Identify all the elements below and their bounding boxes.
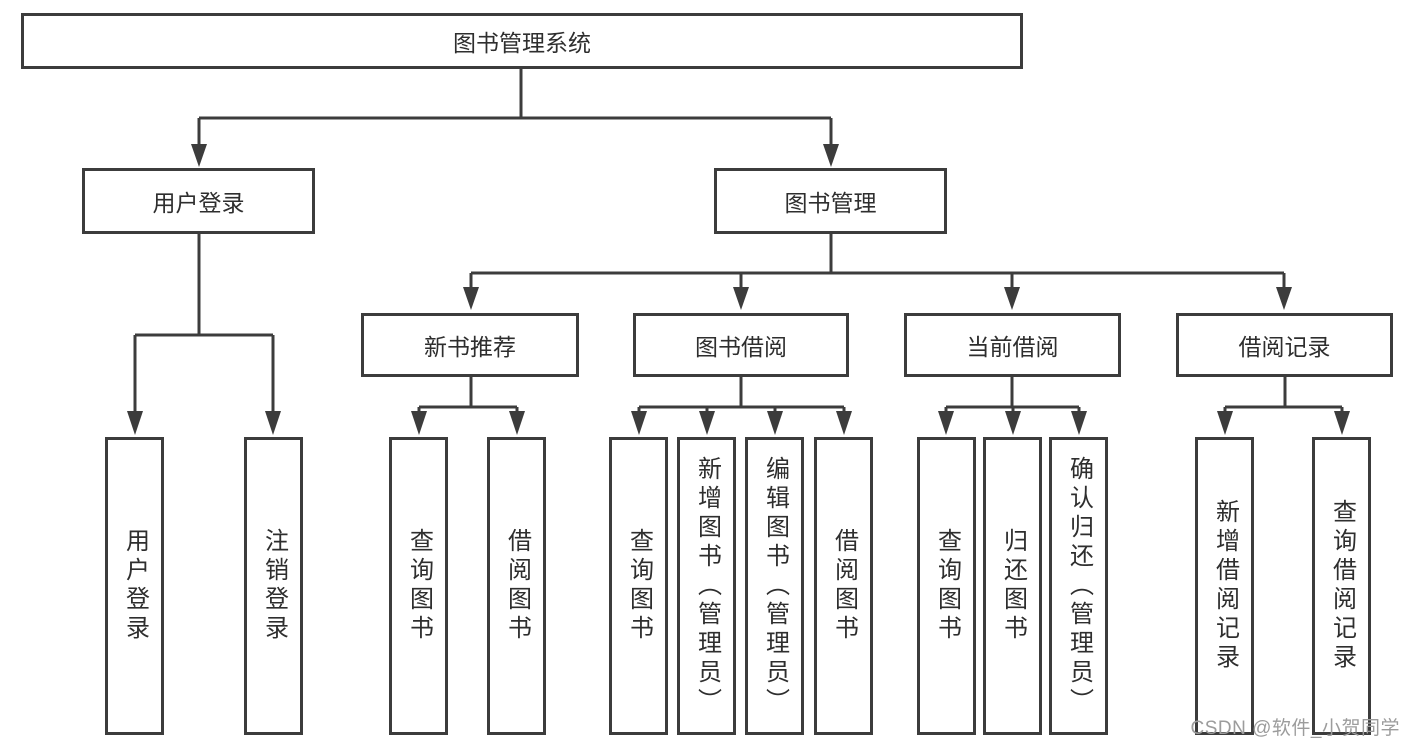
node-root-system: 图书管理系统 (21, 13, 1023, 69)
leaf-query-borrow-record: 查询借阅记录 (1312, 437, 1371, 735)
node-user-login: 用户登录 (82, 168, 315, 234)
leaf-add-book-admin: 新增图书（管理员） (677, 437, 736, 735)
node-book-borrow: 图书借阅 (633, 313, 849, 377)
leaf-return-books: 归还图书 (983, 437, 1042, 735)
watermark-text: CSDN @软件_小贺同学 (1190, 718, 1400, 739)
node-current-borrow: 当前借阅 (904, 313, 1121, 377)
leaf-logout: 注销登录 (244, 437, 303, 735)
leaf-edit-book-admin: 编辑图书（管理员） (745, 437, 804, 735)
leaf-query-books-current: 查询图书 (917, 437, 976, 735)
leaf-borrow-books-borrow: 借阅图书 (814, 437, 873, 735)
node-new-book-recommend: 新书推荐 (361, 313, 579, 377)
node-book-management: 图书管理 (714, 168, 947, 234)
leaf-query-books-borrow: 查询图书 (609, 437, 668, 735)
leaf-query-books-recommend: 查询图书 (389, 437, 448, 735)
node-borrow-records: 借阅记录 (1176, 313, 1393, 377)
leaf-confirm-return-admin: 确认归还（管理员） (1049, 437, 1108, 735)
leaf-borrow-books-recommend: 借阅图书 (487, 437, 546, 735)
leaf-add-borrow-record: 新增借阅记录 (1195, 437, 1254, 735)
leaf-user-login: 用户登录 (105, 437, 164, 735)
